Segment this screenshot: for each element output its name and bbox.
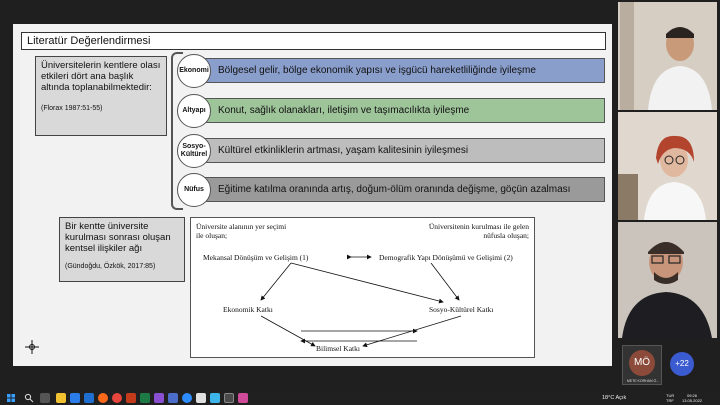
slide-title: Literatür Değerlendirmesi (21, 32, 606, 50)
intro-note: Üniversitelerin kentlere olası etkileri … (35, 56, 167, 136)
participant-1-figure (618, 2, 717, 110)
powerpoint-icon[interactable] (126, 393, 136, 403)
file-explorer-icon[interactable] (56, 393, 66, 403)
network-note: Bir kentte üniversite kurulması sonrası … (59, 217, 185, 282)
diagram-top-right-line2: nüfusla oluşan; (483, 231, 529, 240)
windows-start-icon[interactable] (6, 393, 16, 403)
node-sosyo-kulturel: Sosyo-Kültürel Katkı (429, 305, 494, 314)
node-bilimsel: Bilimsel Katkı (316, 344, 360, 353)
network-note-citation: (Gündoğdu, Özkök, 2017:85) (65, 263, 156, 270)
circle-sosyo-kulturel: Sosyo-Kültürel (177, 134, 211, 168)
weather-widget[interactable]: 18°C Açık (602, 395, 627, 401)
teams-icon[interactable] (168, 393, 178, 403)
diagram-top-left-line1: Üniversite alanının yer seçimi (196, 222, 287, 231)
participant-video-1[interactable] (618, 2, 717, 110)
crosshair-cursor-icon (25, 340, 39, 354)
self-video-tile[interactable]: MÖ METE KORHAN Ö... (622, 345, 662, 385)
circle-nufus: Nüfus (177, 173, 211, 207)
more-participants-button[interactable]: +22 (670, 352, 694, 376)
keyboard-layout: TRF (666, 398, 674, 403)
clock-time: 09:26 (687, 393, 698, 398)
app2-icon[interactable] (210, 393, 220, 403)
windows-taskbar: 18°C Açık TUR TRF 09:26 13.05.2022 (0, 391, 720, 405)
zoom-icon[interactable] (182, 393, 192, 403)
node-ekonomik: Ekonomik Katkı (223, 305, 273, 314)
task-view-icon[interactable] (40, 393, 50, 403)
circle-ekonomi: Ekonomi (177, 54, 211, 88)
chrome-icon[interactable] (112, 393, 122, 403)
node-demografik: Demografik Yapı Dönüşümü ve Gelişimi (2) (379, 253, 513, 262)
participant-3-figure (618, 222, 717, 338)
node-mekansal: Mekansal Dönüşüm ve Gelişim (1) (203, 253, 309, 262)
diagram-top-right-line1: Üniversitenin kurulması ile gelen (428, 222, 529, 231)
shared-slide: Literatür Değerlendirmesi Üniversiteleri… (13, 24, 612, 366)
diagram-top-left: Üniversite alanının yer seçimi ile oluşa… (196, 222, 286, 240)
circle-altyapi: Altyapı (177, 94, 211, 128)
network-note-text: Bir kentte üniversite kurulması sonrası … (65, 221, 171, 254)
intro-note-citation: (Florax 1987:51-55) (41, 105, 103, 112)
circle-sosyo-line1: Sosyo- (182, 143, 206, 150)
relations-diagram: Üniversite alanının yer seçimi ile oluşa… (190, 217, 535, 358)
system-clock[interactable]: 09:26 13.05.2022 (682, 393, 702, 403)
language-code: TUR (666, 393, 675, 398)
language-indicator[interactable]: TUR TRF (666, 393, 674, 403)
edge-browser-icon[interactable] (70, 393, 80, 403)
bar-ekonomi: Bölgesel gelir, bölge ekonomik yapısı ve… (201, 58, 605, 83)
bar-sosyo-kulturel: Kültürel etkinliklerin artması, yaşam ka… (201, 138, 605, 163)
participant-2-figure (618, 112, 717, 220)
list-bracket (171, 52, 183, 210)
clock-date: 13.05.2022 (682, 398, 703, 403)
bar-altyapi: Konut, sağlık olanakları, iletişim ve ta… (201, 98, 605, 123)
publisher-icon[interactable] (154, 393, 164, 403)
diagram-top-right: Üniversitenin kurulması ile gelen nüfusl… (429, 222, 529, 240)
search-icon[interactable] (24, 393, 34, 403)
bar-nufus: Eğitime katılma oranında artış, doğum-öl… (201, 177, 605, 202)
diagram-top-left-line2: ile oluşan; (196, 231, 228, 240)
self-name: METE KORHAN Ö... (626, 379, 660, 383)
app4-icon[interactable] (238, 393, 248, 403)
participant-video-3[interactable] (618, 222, 717, 338)
app3-icon[interactable] (224, 393, 234, 403)
circle-sosyo-line2: Kültürel (180, 151, 208, 158)
excel-icon[interactable] (140, 393, 150, 403)
diagram-arrows (260, 254, 462, 348)
participant-video-2[interactable] (618, 112, 717, 220)
self-avatar: MÖ (629, 350, 655, 376)
firefox-icon[interactable] (98, 393, 108, 403)
word-icon[interactable] (84, 393, 94, 403)
intro-note-text: Üniversitelerin kentlere olası etkileri … (41, 60, 161, 93)
app-icon[interactable] (196, 393, 206, 403)
